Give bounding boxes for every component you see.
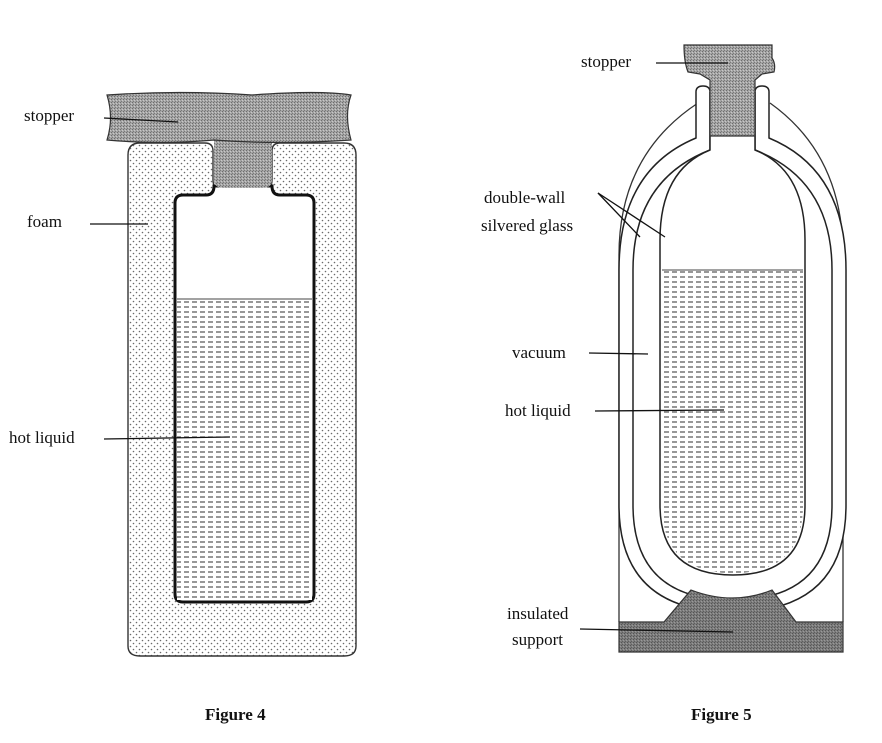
leader-hot-liquid-fig4	[103, 436, 231, 440]
leader-double-wall-a	[597, 192, 641, 238]
label-double-wall-line2: silvered glass	[481, 216, 574, 235]
insulated-support	[618, 589, 844, 653]
bottle-neck	[214, 140, 272, 188]
leader-stopper-fig4	[103, 117, 179, 123]
label-foam: foam	[27, 212, 62, 231]
label-double-wall-line1: double-wall	[484, 188, 566, 207]
leader-support	[579, 628, 734, 633]
figure4-diagram	[90, 91, 357, 657]
label-stopper-fig4: stopper	[24, 106, 75, 125]
caption-figure4: Figure 4	[205, 705, 266, 724]
caption-figure5: Figure 5	[691, 705, 752, 724]
hot-liquid-fill	[177, 299, 312, 600]
hot-liquid-fill-fig5	[662, 270, 803, 573]
label-hot-liquid-fig5: hot liquid	[505, 401, 571, 420]
label-stopper-fig5: stopper	[581, 52, 632, 71]
label-vacuum: vacuum	[512, 343, 566, 362]
stopper-fig4	[106, 91, 352, 144]
figure5-diagram	[579, 44, 847, 653]
label-support-line1: insulated	[507, 604, 569, 623]
label-support-line2: support	[512, 630, 563, 649]
leader-double-wall-b	[597, 192, 666, 238]
leader-vacuum	[588, 352, 649, 355]
label-hot-liquid-fig4: hot liquid	[9, 428, 75, 447]
stopper-fig5	[683, 44, 776, 137]
leader-hot-liquid-fig5	[594, 409, 725, 412]
